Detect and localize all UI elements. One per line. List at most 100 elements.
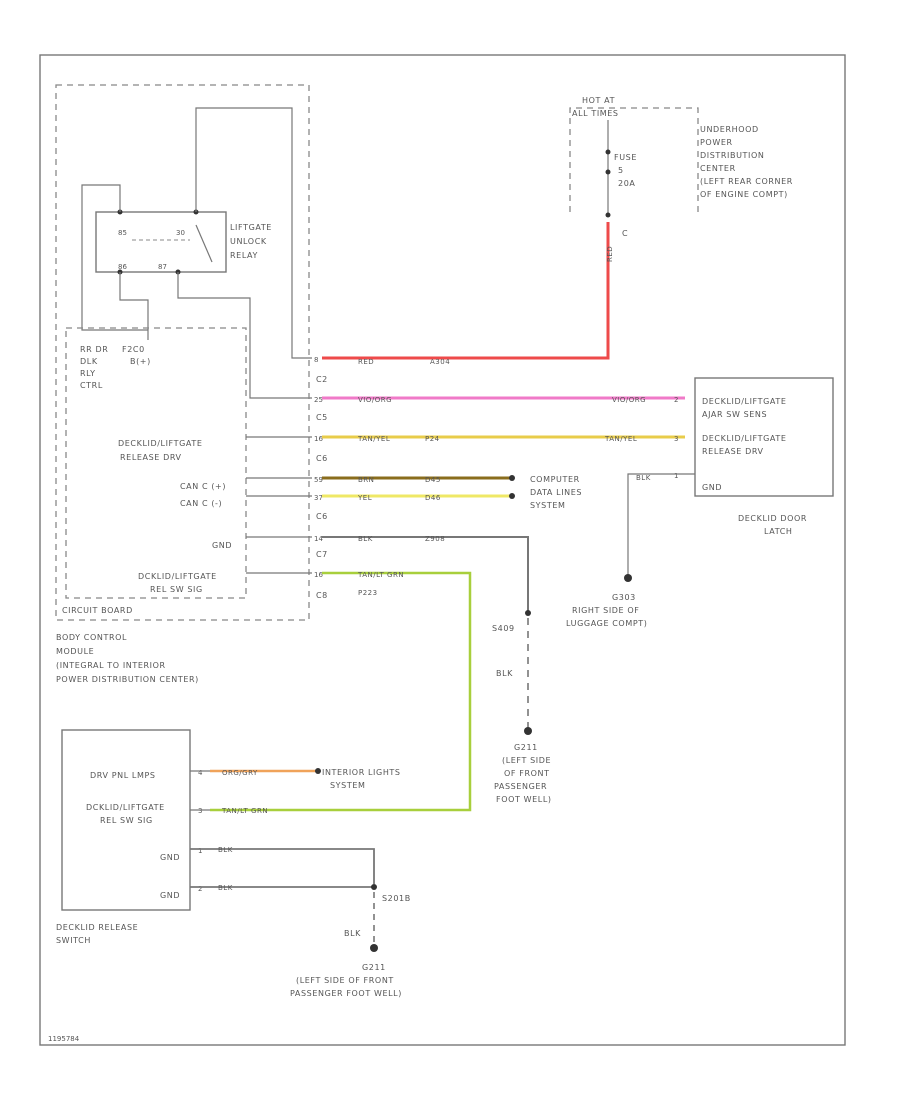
red-vertical-label: RED xyxy=(606,246,614,262)
conn-pin-3: 59 xyxy=(314,476,323,484)
switch-illum: DRV PNL LMPS xyxy=(90,771,156,780)
switch-gnd-2: GND xyxy=(160,891,180,900)
underhood-2: POWER xyxy=(700,138,733,147)
bcm-leads xyxy=(246,436,312,574)
fuse-bottom-dot xyxy=(605,169,611,175)
fuse-pin-c: C xyxy=(622,229,628,238)
bcm-top-left-1: RR DR xyxy=(80,345,108,354)
relay-title-1: LIFTGATE xyxy=(230,223,272,232)
footer-id: 1195784 xyxy=(48,1035,80,1043)
relay-pin-30: 30 xyxy=(176,229,185,237)
bcm-top-right-2: B(+) xyxy=(130,357,151,366)
relay-pin-87: 87 xyxy=(158,263,167,271)
bcm-release-drv-1: DECKLID/LIFTGATE xyxy=(118,439,202,448)
bcm-caption-3: (INTEGRAL TO INTERIOR xyxy=(56,661,166,670)
underhood-3: DISTRIBUTION xyxy=(700,151,764,160)
yellow-color-label: TAN/YEL xyxy=(357,435,390,443)
s409-label: S409 xyxy=(492,624,515,633)
conn-pin-5: 14 xyxy=(314,535,323,543)
conn-pin-4: 37 xyxy=(314,494,323,502)
relay-pin-86: 86 xyxy=(118,263,127,271)
pink-color-label: VIO/ORG xyxy=(358,396,392,404)
underhood-6: OF ENGINE COMPT) xyxy=(700,190,788,199)
bcm-circuit-board xyxy=(65,327,247,599)
bcm-caption-4: POWER DISTRIBUTION CENTER) xyxy=(56,675,199,684)
latch-ajar-1: DECKLID/LIFTGATE xyxy=(702,397,786,406)
green-color-label-switch: TAN/LT GRN xyxy=(221,807,268,815)
orange-color-label: ORG/GRY xyxy=(222,769,258,777)
latch-ajar-2: AJAR SW SENS xyxy=(702,410,767,419)
bcm-circuit-board-label: CIRCUIT BOARD xyxy=(62,606,133,615)
switch-pin-4: 4 xyxy=(198,769,203,777)
interior-lights-2: SYSTEM xyxy=(330,781,366,790)
brn-terminal-dot xyxy=(509,475,515,481)
yel-color-label: YEL xyxy=(357,494,372,502)
decklid-release-switch: DRV PNL LMPS DCKLID/LIFTGATE REL SW SIG … xyxy=(56,729,375,945)
yel-terminal-dot xyxy=(509,493,515,499)
g303-ground-dot xyxy=(624,574,632,582)
conn-pin-0: 8 xyxy=(314,356,318,364)
orange-terminal-dot xyxy=(315,768,321,774)
red-circuit-label: A304 xyxy=(430,358,450,366)
yellow-color-label-right: TAN/YEL xyxy=(604,435,637,443)
g211-b-loc-1: (LEFT SIDE OF FRONT xyxy=(296,976,394,985)
green-color-label: TAN/LT GRN xyxy=(357,571,404,579)
conn-id-2: C6 xyxy=(316,454,328,463)
g211-b-ground-dot xyxy=(370,944,378,952)
hot-at-2: ALL TIMES xyxy=(572,109,619,118)
interior-lights: INTERIOR LIGHTS SYSTEM xyxy=(322,768,401,790)
conn-id-3: C6 xyxy=(316,512,328,521)
g211-b-id: G211 xyxy=(362,963,386,972)
bcm-release-drv-2: RELEASE DRV xyxy=(120,453,182,462)
g211-a-loc-3: PASSENGER xyxy=(494,782,547,791)
bcm-release-sig-2: REL SW SIG xyxy=(150,585,203,594)
g211-a-loc-4: FOOT WELL) xyxy=(496,795,552,804)
bcm-top-left-3: RLY xyxy=(80,369,96,378)
switch-pin-2: 2 xyxy=(198,885,202,893)
colored-wires xyxy=(210,222,685,812)
s201b-label: S201B xyxy=(382,894,411,903)
conn-pin-1: 25 xyxy=(314,396,323,404)
switch-release-sig-2: REL SW SIG xyxy=(100,816,153,825)
interior-lights-1: INTERIOR LIGHTS xyxy=(322,768,401,777)
latch-release-1: DECKLID/LIFTGATE xyxy=(702,434,786,443)
latch-release-2: RELEASE DRV xyxy=(702,447,764,456)
underhood-pdc: HOT AT ALL TIMES FUSE 5 20A C UNDERHOOD … xyxy=(569,96,793,238)
relay-pin-85: 85 xyxy=(118,229,127,237)
g211-a-loc-2: OF FRONT xyxy=(504,769,550,778)
hot-at-1: HOT AT xyxy=(582,96,615,105)
bcm-caption-1: BODY CONTROL xyxy=(56,633,127,642)
bcm-top-left-4: CTRL xyxy=(80,381,103,390)
brn-color-label: BRN xyxy=(358,476,374,484)
underhood-4: CENTER xyxy=(700,164,736,173)
s409-dot xyxy=(525,610,531,616)
relay-title-3: RELAY xyxy=(230,251,258,260)
conn-id-0: C2 xyxy=(316,375,328,384)
relay-box xyxy=(95,211,227,273)
bcm-can-l: CAN C (-) xyxy=(180,499,222,508)
cdl-1: COMPUTER xyxy=(530,475,580,484)
bcm-outer-dashed xyxy=(55,84,310,621)
bcm-gnd: GND xyxy=(212,541,232,550)
body-control-module: RR DR DLK RLY CTRL F2C0 B(+) DECKLID/LIF… xyxy=(55,84,310,684)
switch-gnd1-wire: BLK xyxy=(218,846,233,854)
bcm-can-h: CAN C (+) xyxy=(180,482,226,491)
blk-circuit-label: Z908 xyxy=(425,535,445,543)
decklid-door-latch: 2 3 1 DECKLID/LIFTGATE AJAR SW SENS DECK… xyxy=(566,377,834,628)
conn-pin-6: 16 xyxy=(314,571,323,579)
underhood-5: (LEFT REAR CORNER xyxy=(700,177,793,186)
relay-title-2: UNLOCK xyxy=(230,237,267,246)
fuse-rating: 20A xyxy=(618,179,635,188)
switch-pin-1: 1 xyxy=(198,847,202,855)
wire-blk xyxy=(322,536,529,612)
s201b-blk-label: BLK xyxy=(344,929,361,938)
bcm-caption-2: MODULE xyxy=(56,647,94,656)
g303-loc-1: RIGHT SIDE OF xyxy=(572,606,639,615)
s201b-g211-branch: S201B BLK G211 (LEFT SIDE OF FRONT PASSE… xyxy=(290,884,411,998)
switch-gnd2-wire: BLK xyxy=(218,884,233,892)
switch-box xyxy=(61,729,191,911)
s409-g211-branch: S409 BLK G211 (LEFT SIDE OF FRONT PASSEN… xyxy=(492,610,552,804)
underhood-1: UNDERHOOD xyxy=(700,125,759,134)
fuse-top-dot xyxy=(605,149,611,155)
